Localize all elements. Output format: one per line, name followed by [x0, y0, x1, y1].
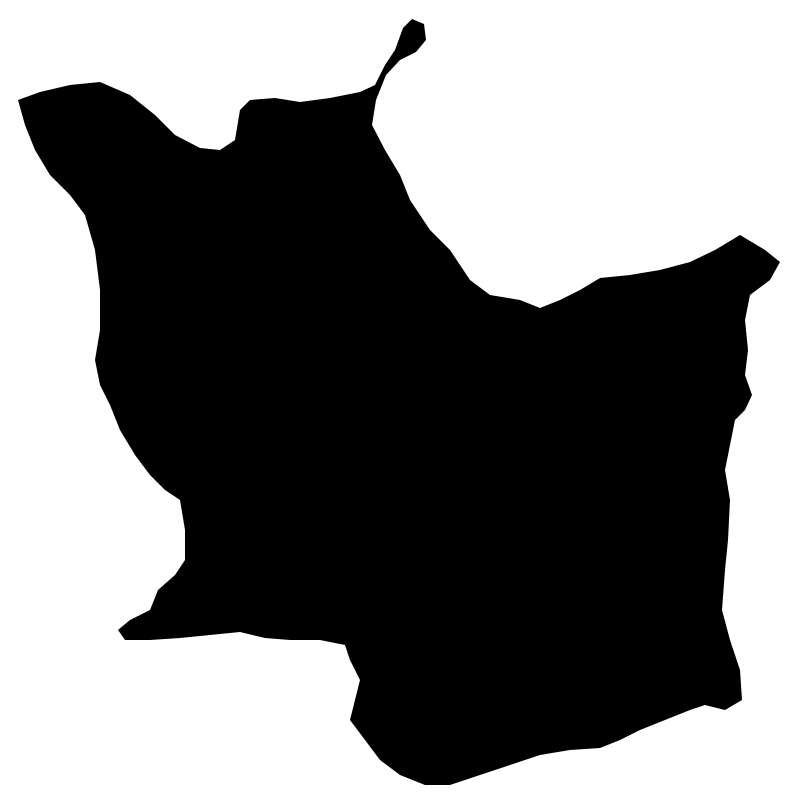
region-silhouette — [18, 19, 780, 785]
